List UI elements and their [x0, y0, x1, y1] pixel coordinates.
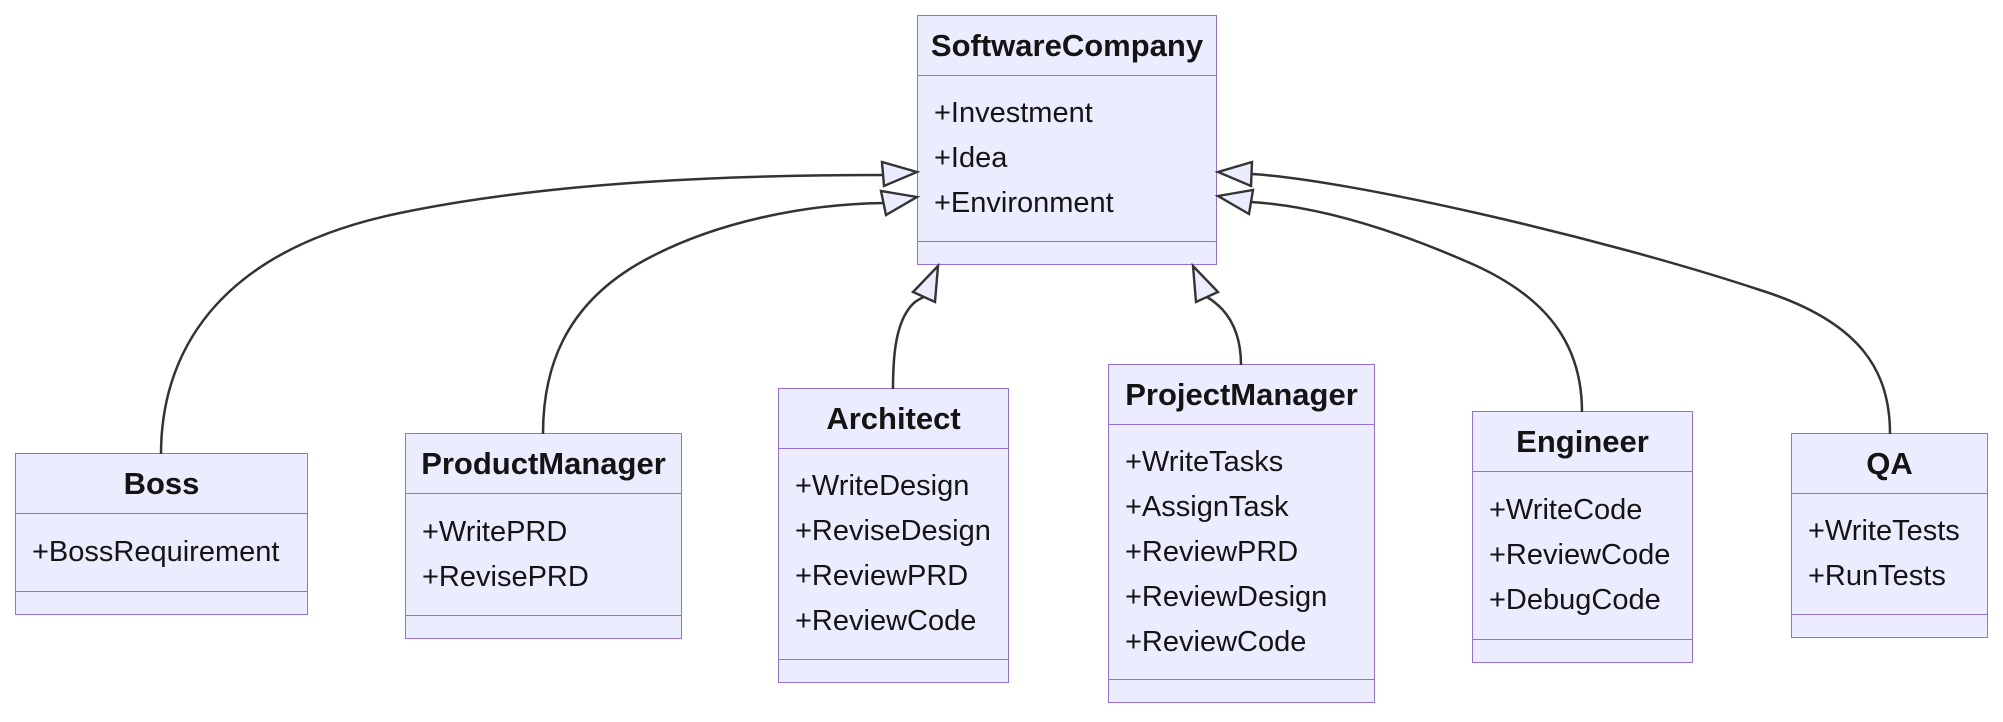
class-member: +ReviewCode — [1125, 625, 1307, 658]
class-member: +Idea — [934, 142, 1008, 174]
class-member: +WriteCode — [1489, 494, 1643, 526]
class-members: +Investment +Idea +Environment — [918, 76, 1216, 241]
class-member: +WriteTests — [1808, 515, 1960, 547]
class-members: +WritePRD +RevisePRD — [406, 494, 681, 615]
class-member: +ReviewPRD — [795, 560, 969, 592]
inheritance-arrowhead-productmanager — [879, 189, 921, 217]
class-box-softwarecompany: SoftwareCompany +Investment +Idea +Environ… — [917, 15, 1217, 265]
class-title: ProjectManager — [1109, 365, 1374, 425]
class-member: +Investment — [934, 97, 1093, 129]
edge-architect-to-softwarecompany — [891, 295, 925, 390]
class-members: +WriteCode +ReviewCode +DebugCode — [1473, 472, 1692, 639]
class-box-productmanager: ProductManager +WritePRD +RevisePRD — [405, 433, 682, 639]
class-methods-compartment-empty — [406, 615, 681, 638]
class-title: Engineer — [1473, 412, 1692, 472]
class-box-projectmanager: ProjectManager +WriteTasks +AssignTask +Re… — [1108, 364, 1375, 703]
class-methods-compartment-empty — [779, 659, 1008, 682]
class-title: Architect — [779, 389, 1008, 449]
class-box-architect: Architect +WriteDesign +ReviseDesign +Revi… — [778, 388, 1009, 683]
inheritance-arrowhead-architect — [910, 262, 940, 304]
class-member: +Environment — [934, 187, 1114, 219]
class-member: +ReviseDesign — [795, 515, 991, 547]
class-members: +WriteDesign +ReviseDesign +ReviewPRD +Revi… — [779, 449, 1008, 659]
class-member: +ReviewCode — [1489, 539, 1671, 571]
class-member: +RevisePRD — [422, 560, 589, 593]
class-member: +ReviewPRD — [1125, 535, 1299, 568]
class-box-engineer: Engineer +WriteCode +ReviewCode +DebugCode — [1472, 411, 1693, 663]
class-member: +ReviewDesign — [1125, 580, 1328, 613]
class-member: +AssignTask — [1125, 490, 1289, 523]
class-member: +RunTests — [1808, 560, 1946, 592]
class-members: +BossRequirement — [16, 514, 307, 591]
class-title: ProductManager — [406, 434, 681, 494]
inheritance-arrowhead-projectmanager — [1191, 262, 1221, 304]
inheritance-arrowhead-boss — [880, 160, 921, 188]
inheritance-arrowhead-qa — [1214, 160, 1254, 188]
class-member: +WriteDesign — [795, 470, 970, 502]
edge-projectmanager-to-softwarecompany — [1206, 295, 1243, 366]
class-box-boss: Boss +BossRequirement — [15, 453, 308, 615]
class-member: +WritePRD — [422, 515, 568, 548]
class-title: Boss — [16, 454, 307, 514]
class-methods-compartment-empty — [918, 241, 1216, 264]
class-members: +WriteTasks +AssignTask +ReviewPRD +ReviewD… — [1109, 425, 1374, 679]
class-title: QA — [1792, 434, 1987, 494]
class-members: +WriteTests +RunTests — [1792, 494, 1987, 614]
inheritance-arrowhead-engineer — [1214, 188, 1255, 216]
class-box-qa: QA +WriteTests +RunTests — [1791, 433, 1988, 638]
class-title: SoftwareCompany — [918, 16, 1216, 76]
class-methods-compartment-empty — [16, 591, 307, 614]
class-member: +BossRequirement — [32, 536, 280, 568]
class-methods-compartment-empty — [1792, 614, 1987, 637]
class-methods-compartment-empty — [1109, 679, 1374, 702]
edge-boss-to-softwarecompany — [159, 173, 885, 455]
class-member: +ReviewCode — [795, 605, 977, 637]
class-member: +DebugCode — [1489, 584, 1661, 616]
class-member: +WriteTasks — [1125, 445, 1284, 478]
class-methods-compartment-empty — [1473, 639, 1692, 662]
